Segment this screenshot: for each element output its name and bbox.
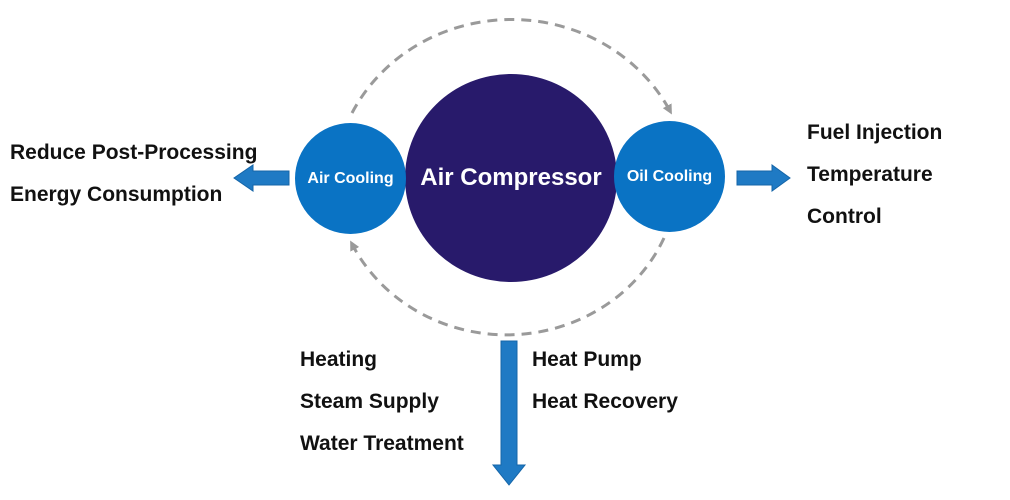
left-output-line: Energy Consumption bbox=[10, 183, 223, 206]
bottom-left-output-line: Steam Supply bbox=[300, 390, 439, 413]
bottom-left-output-text: Heating Steam Supply Water Treatment bbox=[300, 339, 464, 465]
bottom-right-output-line: Heat Recovery bbox=[532, 390, 678, 413]
right-output-text: Fuel Injection Temperature Control bbox=[807, 112, 942, 238]
air-compressor-label: Air Compressor bbox=[420, 164, 602, 191]
bottom-right-output-line: Heat Pump bbox=[532, 348, 642, 371]
right-output-line: Control bbox=[807, 205, 882, 228]
air-compressor-node: Air Compressor bbox=[405, 74, 617, 282]
left-output-text: Reduce Post-Processing Energy Consumptio… bbox=[10, 132, 257, 216]
right-output-line: Fuel Injection bbox=[807, 121, 943, 144]
arrow-left bbox=[233, 164, 290, 192]
bottom-right-output-text: Heat Pump Heat Recovery bbox=[532, 339, 678, 423]
air-cooling-node: Air Cooling bbox=[295, 123, 406, 234]
oil-cooling-label: Oil Cooling bbox=[626, 167, 713, 185]
cycle-arc-top bbox=[350, 18, 672, 115]
oil-cooling-node: Oil Cooling bbox=[614, 121, 725, 232]
arrow-down bbox=[491, 340, 527, 486]
bottom-left-output-line: Heating bbox=[300, 348, 378, 371]
left-output-line: Reduce Post-Processing bbox=[10, 141, 258, 164]
bottom-left-output-line: Water Treatment bbox=[300, 432, 464, 455]
right-output-line: Temperature bbox=[807, 163, 933, 186]
air-cooling-label: Air Cooling bbox=[307, 169, 394, 187]
cycle-arc-bottom bbox=[350, 237, 666, 337]
arrow-right bbox=[736, 164, 791, 192]
